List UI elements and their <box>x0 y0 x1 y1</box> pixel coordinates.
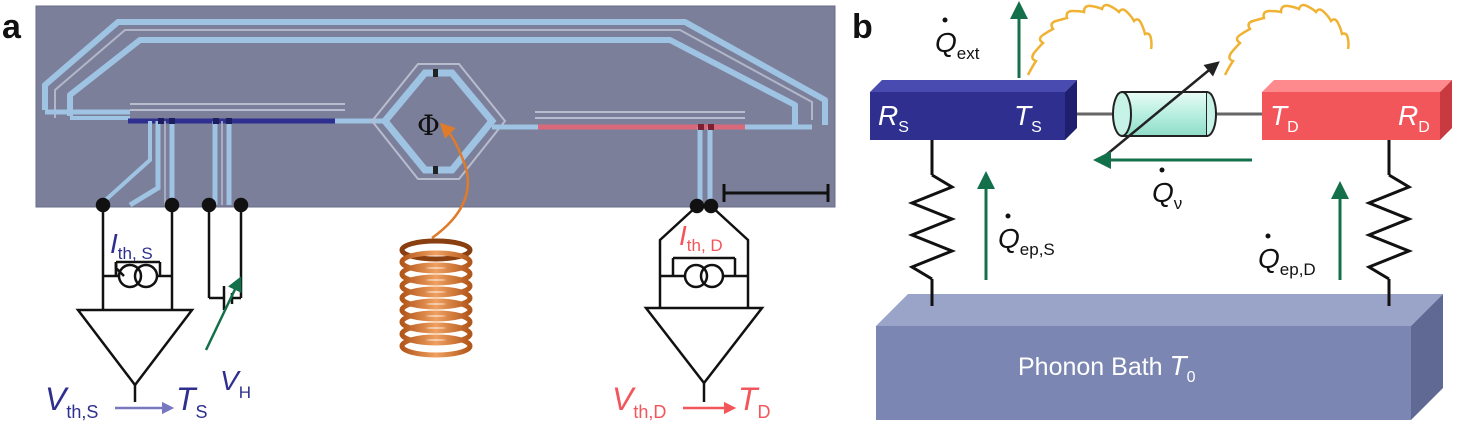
heater-tune-arrow <box>204 276 242 351</box>
radiation-wave-right <box>1223 3 1350 76</box>
coil-icon <box>399 238 473 358</box>
drain-temp-label: TD <box>738 381 771 422</box>
q-ep-s-label: Qep,S <box>998 223 1055 259</box>
panel-a-label: a <box>2 8 22 46</box>
drain-block <box>1262 80 1452 140</box>
q-nu-dot <box>1159 167 1165 173</box>
device-micrograph <box>35 5 836 208</box>
drain-resistance-label: RD <box>1398 100 1430 136</box>
q-ext-dot <box>942 17 948 23</box>
source-voltage-label: Vth,S <box>45 381 98 422</box>
scale-bar <box>722 184 830 202</box>
source-temperature-label: TS <box>1014 100 1042 136</box>
q-ep-d-label: Qep,D <box>1258 243 1316 279</box>
panel-b-label: b <box>852 8 873 46</box>
phonon-bath-label: Phonon Bath T0 <box>1018 350 1196 386</box>
source-resistor-icon <box>907 140 957 306</box>
drain-circuit <box>643 198 765 402</box>
tunable-arrow <box>1099 61 1220 161</box>
heater-voltage-label: VH <box>220 365 251 402</box>
source-resistance-label: RS <box>878 100 909 136</box>
source-block <box>870 80 1077 140</box>
q-ep-d-dot <box>1265 233 1271 239</box>
source-temp-label: TS <box>176 381 208 422</box>
q-nu-label: Qν <box>1152 177 1182 213</box>
drain-voltage-label: Vth,D <box>612 381 666 422</box>
flux-label: Φ <box>417 109 440 142</box>
drain-current-label: Ith, D <box>679 220 723 255</box>
q-ep-s-dot <box>1005 213 1011 219</box>
flux-arrow <box>431 122 470 240</box>
source-current-label: Ith, S <box>110 228 153 263</box>
phonon-bath <box>876 294 1443 420</box>
radiation-wave-left <box>1026 3 1153 76</box>
drain-resistor-icon <box>1364 140 1414 306</box>
q-ext-label: Qext <box>935 27 980 63</box>
tunable-link-cylinder <box>1112 91 1217 137</box>
drain-temperature-label: TD <box>1270 100 1299 136</box>
